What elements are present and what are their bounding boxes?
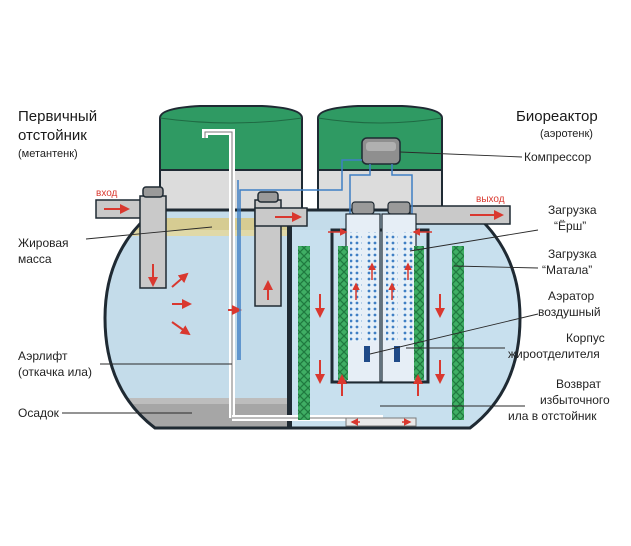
fat-separator-label-1: Корпус: [566, 331, 605, 345]
compressor-label: Компрессор: [524, 150, 592, 164]
fat-layer-label-2: масса: [18, 252, 52, 266]
aerator-right: [394, 346, 400, 362]
left-flow-arrows: [171, 272, 192, 336]
mat-load-label-2: “Матала”: [542, 263, 592, 277]
airlift-label-2: (откачка ила): [18, 365, 92, 379]
sludge-return-label-1: Возврат: [556, 377, 602, 391]
left-chamber-title-2: отстойник: [18, 127, 87, 144]
airlift-pipe: [202, 129, 242, 418]
sludge-return-label-3: ила в отстойник: [508, 409, 597, 423]
overflow-pipe: [254, 191, 308, 307]
aerator-label-1: Аэратор: [548, 289, 595, 303]
mat-load-left: [298, 246, 310, 420]
right-flow-arrows: [315, 294, 445, 396]
sludge-return-label-2: избыточного: [540, 393, 610, 407]
brush-load-label-2: “Ёрш”: [554, 219, 586, 233]
inlet-label: вход: [96, 188, 118, 199]
left-chamber-subtitle: (метантенк): [18, 148, 78, 160]
sediment-label: Осадок: [18, 406, 60, 420]
aerator-label-2: воздушный: [538, 305, 601, 319]
left-chamber-title-1: Первичный: [18, 108, 97, 125]
fat-layer-label-1: Жировая: [18, 236, 69, 250]
airlift-label-1: Аэрлифт: [18, 349, 68, 363]
mat-load-label-1: Загрузка: [548, 247, 597, 261]
brush-load-left: [345, 201, 381, 383]
partition-wall: [287, 212, 292, 428]
aerator-left: [364, 346, 370, 362]
brush-load-label-1: Загрузка: [548, 203, 597, 217]
right-chamber-subtitle: (аэротенк): [540, 128, 593, 140]
inlet-pipe: [95, 186, 167, 289]
leader-lines: [62, 151, 539, 414]
right-neck-collar: [317, 169, 443, 213]
outlet-label: выход: [476, 194, 505, 205]
mat-load-center-right: [414, 246, 424, 380]
outlet-pipe: [409, 205, 511, 225]
inner-flow-arrows: [328, 228, 432, 300]
fat-separator-label-2: жироотделителя: [508, 347, 600, 361]
mat-load-center-left: [338, 246, 348, 380]
compressor-unit: [361, 137, 401, 165]
right-chamber-title: Биореактор: [516, 108, 598, 125]
